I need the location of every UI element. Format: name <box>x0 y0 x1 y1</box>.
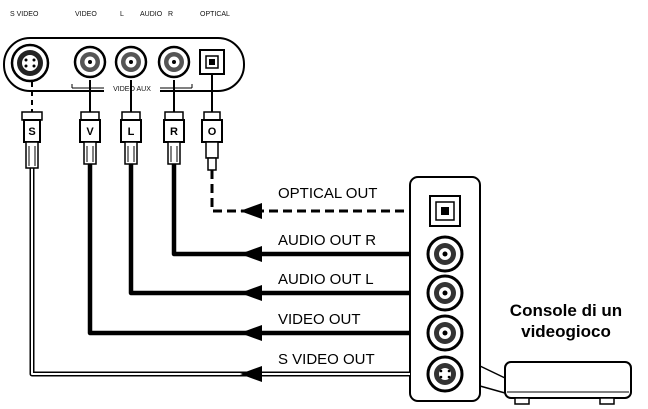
plug-r-label: R <box>170 126 178 138</box>
panel-labels: S VIDEO VIDEO L AUDIO R OPTICAL <box>10 11 230 18</box>
label-svideo-out: S VIDEO OUT <box>278 351 375 368</box>
output-labels: OPTICAL OUT AUDIO OUT R AUDIO OUT L VIDE… <box>278 185 377 368</box>
optical-out-jack-icon <box>429 195 461 227</box>
label-video: VIDEO <box>75 11 97 18</box>
arrow-left-icon <box>240 203 262 219</box>
plug-l-label: L <box>128 126 135 138</box>
cables <box>29 74 410 377</box>
audio-out-r-jack-icon <box>426 235 464 273</box>
plug-s-label: S <box>28 126 35 138</box>
label-audio-out-l: AUDIO OUT L <box>278 271 374 288</box>
plug-l: L <box>120 111 142 165</box>
label-audio-l: L <box>120 11 124 18</box>
audio-out-l-jack-icon <box>426 274 464 312</box>
plug-r: R <box>163 111 185 165</box>
arrow-left-icon <box>240 366 262 382</box>
plug-v: V <box>79 111 101 165</box>
label-audio-r: R <box>168 11 173 18</box>
video-jack-icon <box>73 45 107 79</box>
receiver-panel: VIDEO AUX <box>3 37 245 93</box>
arrow-left-icon <box>240 246 262 262</box>
console-title-line1: Console di un <box>509 301 623 320</box>
svideo-jack-icon <box>10 43 50 83</box>
label-svideo: S VIDEO <box>10 11 39 18</box>
label-optical: OPTICAL <box>200 11 230 18</box>
console-jack-panel <box>409 176 481 402</box>
video-out-jack-icon <box>426 314 464 352</box>
audio-r-jack-icon <box>157 45 191 79</box>
svideo-out-jack-icon <box>426 355 464 393</box>
game-console-icon <box>479 361 632 405</box>
label-audio-out-r: AUDIO OUT R <box>278 232 376 249</box>
label-audio: AUDIO <box>140 11 163 18</box>
optical-jack-icon <box>199 49 225 75</box>
plug-v-label: V <box>86 126 94 138</box>
label-video-aux: VIDEO AUX <box>113 86 151 93</box>
console-title: Console di un videogioco <box>478 300 648 342</box>
console-title-line2: videogioco <box>521 322 611 341</box>
label-optical-out: OPTICAL OUT <box>278 185 377 202</box>
arrow-left-icon <box>240 325 262 341</box>
label-video-out: VIDEO OUT <box>278 311 361 328</box>
plug-s: S <box>21 111 43 169</box>
arrow-left-icon <box>240 285 262 301</box>
plug-o-label: O <box>208 126 217 138</box>
arrows <box>240 203 262 382</box>
plug-o: O <box>201 111 223 171</box>
audio-l-jack-icon <box>114 45 148 79</box>
